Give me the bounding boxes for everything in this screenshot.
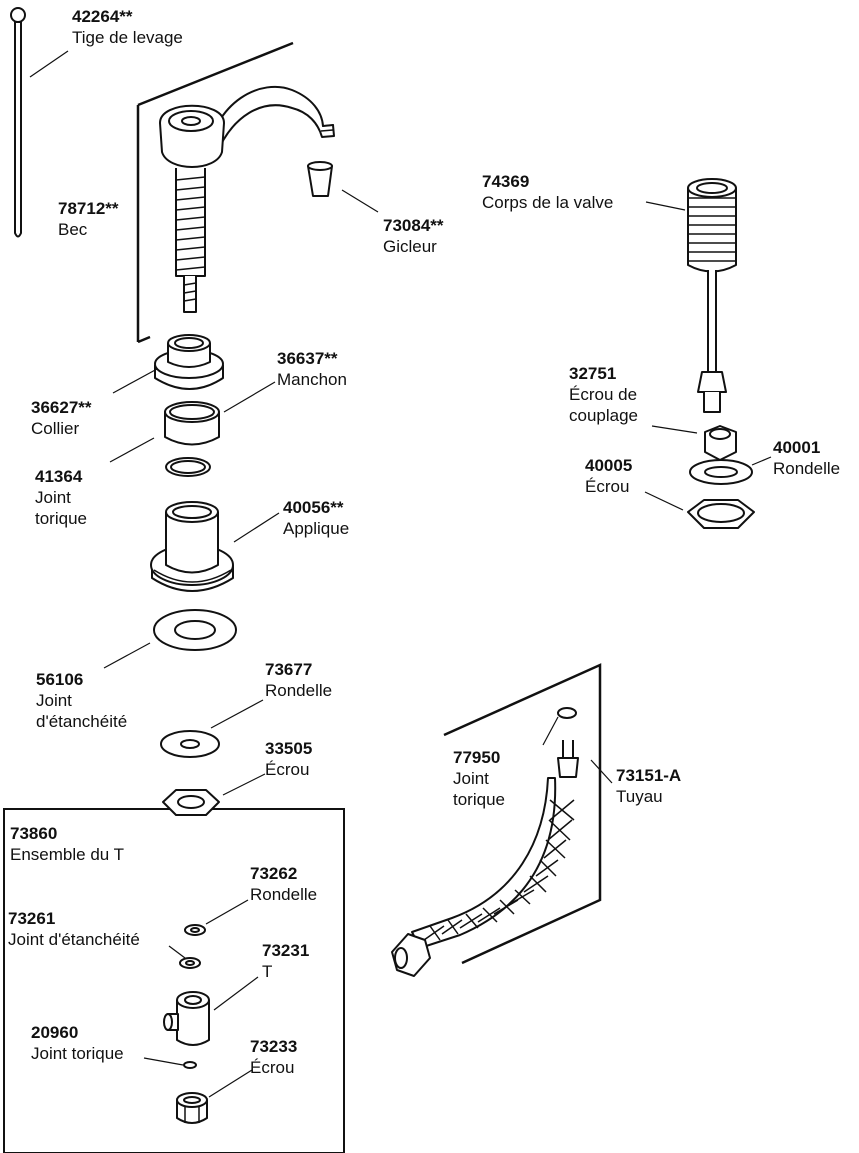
part-number: 40056** — [283, 498, 344, 517]
part-name: torique — [35, 509, 87, 528]
part-name: Rondelle — [265, 681, 333, 700]
aerator-part — [307, 161, 333, 197]
lift-rod-part — [10, 7, 26, 238]
washer-73677-part — [160, 730, 220, 758]
nut-33505-part — [162, 789, 220, 816]
part-number: 73262 — [250, 864, 298, 883]
part-name: Bec — [58, 220, 88, 239]
part-name: Rondelle — [250, 885, 318, 904]
spout-part — [159, 85, 335, 313]
nut-40005-part — [687, 499, 755, 529]
escutcheon-part — [150, 501, 234, 592]
deck-plane-hose — [443, 663, 602, 965]
valve-body-part — [687, 178, 737, 413]
part-number: 33505 — [265, 739, 313, 758]
part-number: 73151-A — [616, 766, 682, 785]
part-name: Tuyau — [616, 787, 663, 806]
collar-part — [154, 334, 224, 390]
part-number: 73261 — [8, 909, 56, 928]
part-name: Applique — [283, 519, 350, 538]
o-ring-20960-part — [183, 1061, 197, 1069]
part-number: 78712** — [58, 199, 119, 218]
part-number: 42264** — [72, 7, 133, 26]
part-name: Collier — [31, 419, 80, 438]
part-number: 41364 — [35, 467, 83, 486]
gasket-73261-part — [179, 957, 201, 969]
part-name: T — [262, 962, 273, 981]
part-number: 77950 — [453, 748, 501, 767]
part-name: Manchon — [277, 370, 347, 389]
part-number: 56106 — [36, 670, 84, 689]
part-number: 40005 — [585, 456, 633, 475]
part-number: 36627** — [31, 398, 92, 417]
label-escutcheon: 40056** Applique — [283, 497, 349, 539]
part-name: torique — [453, 790, 505, 809]
deck-plane-upper — [136, 41, 294, 344]
label-aerator: 73084** Gicleur — [383, 215, 444, 257]
o-ring-41364-part — [165, 457, 211, 477]
part-name: Joint — [36, 691, 72, 710]
part-name: couplage — [569, 406, 639, 425]
part-number: 20960 — [31, 1023, 79, 1042]
part-name: Écrou — [585, 477, 630, 496]
part-number: 73233 — [250, 1037, 298, 1056]
label-hose: 73151-A Tuyau — [616, 765, 681, 807]
part-number: 74369 — [482, 172, 530, 191]
hose-part — [391, 740, 579, 977]
o-ring-77950-part — [557, 707, 577, 719]
label-sleeve: 36637** Manchon — [277, 348, 347, 390]
part-name: Tige de levage — [72, 28, 183, 47]
washer-40001-part — [689, 459, 753, 485]
part-name: Joint torique — [31, 1044, 124, 1063]
label-spout: 78712** Bec — [58, 198, 119, 240]
label-collar: 36627** Collier — [31, 397, 92, 439]
part-name: Écrou de — [569, 385, 638, 404]
tee-part — [163, 991, 210, 1046]
part-number: 73860 — [10, 824, 58, 843]
part-number: 36637** — [277, 349, 338, 368]
nut-73233-part — [176, 1092, 208, 1124]
part-name: Écrou — [265, 760, 310, 779]
part-name: Joint d'étanchéité — [8, 930, 140, 949]
leader-lines — [29, 50, 772, 1098]
washer-73262-part — [184, 924, 206, 936]
part-name: Corps de la valve — [482, 193, 614, 212]
part-name: Écrou — [250, 1058, 295, 1077]
part-number: 73677 — [265, 660, 313, 679]
sleeve-part — [164, 401, 220, 446]
part-name: d'étanchéité — [36, 712, 128, 731]
part-number: 73231 — [262, 941, 310, 960]
gasket-56106-part — [153, 609, 237, 651]
part-number: 73084** — [383, 216, 444, 235]
part-number: 40001 — [773, 438, 821, 457]
part-name: Joint — [453, 769, 489, 788]
label-lift-rod: 42264** Tige de levage — [72, 6, 183, 48]
part-name: Joint — [35, 488, 71, 507]
coupling-nut-part — [704, 425, 737, 461]
part-name: Ensemble du T — [10, 845, 125, 864]
part-name: Gicleur — [383, 237, 437, 256]
part-number: 32751 — [569, 364, 617, 383]
part-name: Rondelle — [773, 459, 841, 478]
